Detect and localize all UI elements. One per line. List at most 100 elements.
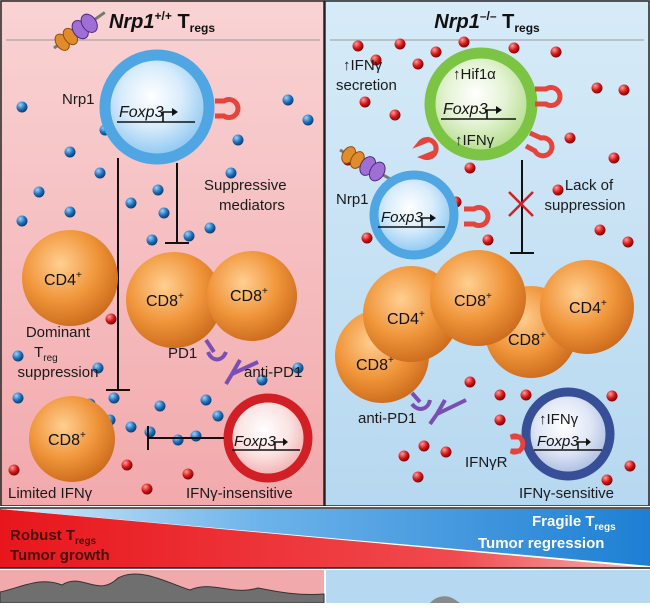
dots-blue-dot — [108, 392, 120, 404]
left-cd8-cell-a — [126, 252, 222, 348]
dots-red-dot — [105, 313, 117, 325]
left-cd8-limited-cell — [29, 396, 115, 482]
limited-ifng-label: Limited IFNγ — [8, 485, 93, 502]
ifngr-label: IFNγR — [465, 454, 508, 471]
svg-text:Foxp3: Foxp3 — [234, 433, 276, 450]
dots-red-dot — [370, 54, 382, 66]
dots-red-dot — [482, 234, 494, 246]
gradient-bar — [0, 506, 650, 569]
ifng-insensitive-treg-cell — [223, 393, 313, 483]
right-cd8-top-label: CD8+ — [454, 291, 492, 310]
left-cd8-cell-b — [207, 251, 297, 341]
dominant-treg-suppression-label: Dominant Treg suppression — [18, 324, 99, 381]
dots-red-dot — [458, 36, 470, 48]
navy-foxp3-gene: Foxp3 — [534, 433, 602, 451]
left-cd8-limited-label: CD8+ — [48, 430, 86, 449]
left-panel-title: Nrp1+/+ Tregs — [109, 9, 215, 35]
green-treg-cup-receptors-icon — [412, 85, 563, 161]
dots-red-dot — [464, 376, 476, 388]
dots-blue-dot — [125, 421, 137, 433]
hif1a-label: ↑Hif1α — [453, 66, 496, 83]
dots-red-dot — [622, 236, 634, 248]
left-foxp3-gene: Foxp3 — [117, 104, 195, 123]
dots-red-dot — [618, 84, 630, 96]
dots-blue-dot — [292, 362, 304, 374]
right-tumor-fragment — [430, 596, 460, 603]
dots-red-dot — [591, 82, 603, 94]
dots-blue-dot — [125, 197, 137, 209]
svg-text:Foxp3: Foxp3 — [381, 209, 423, 226]
fragile-blue-wedge — [0, 509, 650, 566]
left-treg-cell — [99, 49, 215, 165]
dots-blue-dot — [12, 392, 24, 404]
dots-red-dot — [361, 232, 373, 244]
dots-red-dot — [412, 471, 424, 483]
dots-red-dot — [141, 483, 153, 495]
dots-red-dot — [608, 152, 620, 164]
nrp1-receptor-icon — [53, 11, 106, 51]
right-foxp3-gene: Foxp3 — [378, 209, 445, 228]
left-cd4-cell — [22, 230, 118, 326]
right-tumor-strip — [326, 570, 650, 603]
dots-blue-dot — [212, 410, 224, 422]
dots-blue-dot — [152, 184, 164, 196]
dots-blue-dot — [64, 206, 76, 218]
green-ifng-label: ↑IFNγ — [455, 132, 495, 149]
dots-blue-dot — [144, 426, 156, 438]
dots-red-dot — [398, 450, 410, 462]
dots-red-dot — [594, 224, 606, 236]
navy-ifng-label: ↑IFNγ — [539, 411, 579, 428]
dots-red-dot — [564, 132, 576, 144]
dots-red-dot — [494, 389, 506, 401]
right-nrp1-receptor-icon — [339, 146, 395, 183]
dots-red-dot — [352, 40, 364, 52]
dots-red-dot — [182, 468, 194, 480]
dots-blue-dot — [146, 234, 158, 246]
dots-blue-dot — [282, 94, 294, 106]
dots-blue-dot — [154, 400, 166, 412]
dots-red-dot — [520, 389, 532, 401]
dots-red-dot — [389, 109, 401, 121]
ifng-sensitive-treg-cell — [521, 387, 615, 481]
dots-blue-dot — [232, 134, 244, 146]
dots-red-dot — [430, 46, 442, 58]
svg-text:Foxp3: Foxp3 — [443, 101, 488, 118]
tumor-mass-shape — [0, 573, 325, 604]
dots-blue-dot — [256, 374, 268, 386]
left-pd1-label: PD1 — [168, 345, 197, 362]
left-cd4-label: CD4+ — [44, 270, 82, 289]
dots-blue-dot — [183, 230, 195, 242]
right-anti-pd1-antibody-icon — [428, 398, 467, 426]
dots-blue-dot — [204, 222, 216, 234]
dots-red-dot — [601, 474, 613, 486]
dots-red-dot — [412, 58, 424, 70]
right-cd4-right-label: CD4+ — [569, 298, 607, 317]
dots-blue-dot — [158, 207, 170, 219]
tumor-regression-label: Tumor regression — [478, 535, 604, 552]
dots-blue-dot — [33, 186, 45, 198]
dots-red-dot — [464, 162, 476, 174]
left-treg-cup-receptor-icon — [215, 97, 241, 120]
robust-red-wedge — [0, 509, 650, 568]
fragile-tregs-label: Fragile Tregs — [532, 513, 616, 533]
ifng-insensitive-label: IFNγ-insensitive — [186, 485, 293, 502]
blocked-x-icon — [508, 191, 534, 217]
dots-blue-dot — [302, 114, 314, 126]
dots-blue-dot — [16, 101, 28, 113]
dots-blue-dot — [64, 146, 76, 158]
right-cd8-center-label: CD8+ — [508, 330, 546, 349]
left-anti-pd1-antibody-icon — [224, 359, 259, 386]
dots-blue-dot — [172, 434, 184, 446]
dots-red-dot — [606, 390, 618, 402]
ifng-sensitive-label: IFNγ-sensitive — [519, 485, 614, 502]
dots-red-dot — [552, 184, 564, 196]
left-nrp1-label: Nrp1 — [62, 91, 95, 108]
left-anti-pd1-label: anti-PD1 — [244, 364, 302, 381]
right-cd4-left-label: CD4+ — [387, 309, 425, 328]
right-cd8-bottom-label: CD8+ — [356, 355, 394, 374]
